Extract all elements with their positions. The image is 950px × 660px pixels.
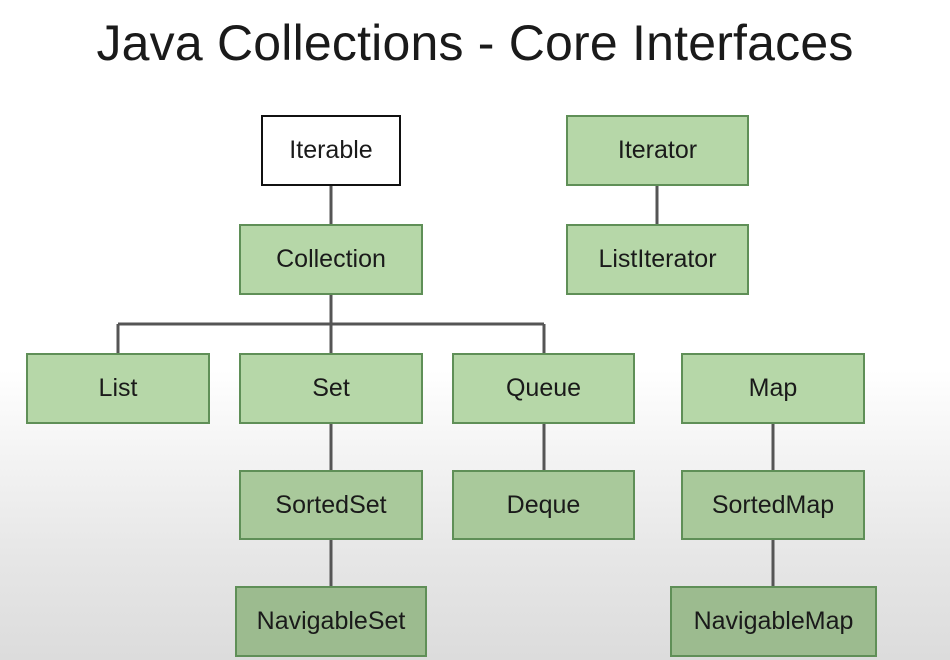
node-list: List (26, 353, 210, 424)
node-queue: Queue (452, 353, 635, 424)
node-map: Map (681, 353, 865, 424)
node-sortedmap: SortedMap (681, 470, 865, 540)
node-navigablemap: NavigableMap (670, 586, 877, 657)
node-sortedset: SortedSet (239, 470, 423, 540)
node-deque: Deque (452, 470, 635, 540)
node-iterable: Iterable (261, 115, 401, 186)
node-collection: Collection (239, 224, 423, 295)
node-navigableset: NavigableSet (235, 586, 427, 657)
node-listiterator: ListIterator (566, 224, 749, 295)
node-set: Set (239, 353, 423, 424)
node-iterator: Iterator (566, 115, 749, 186)
page-title: Java Collections - Core Interfaces (96, 15, 854, 71)
